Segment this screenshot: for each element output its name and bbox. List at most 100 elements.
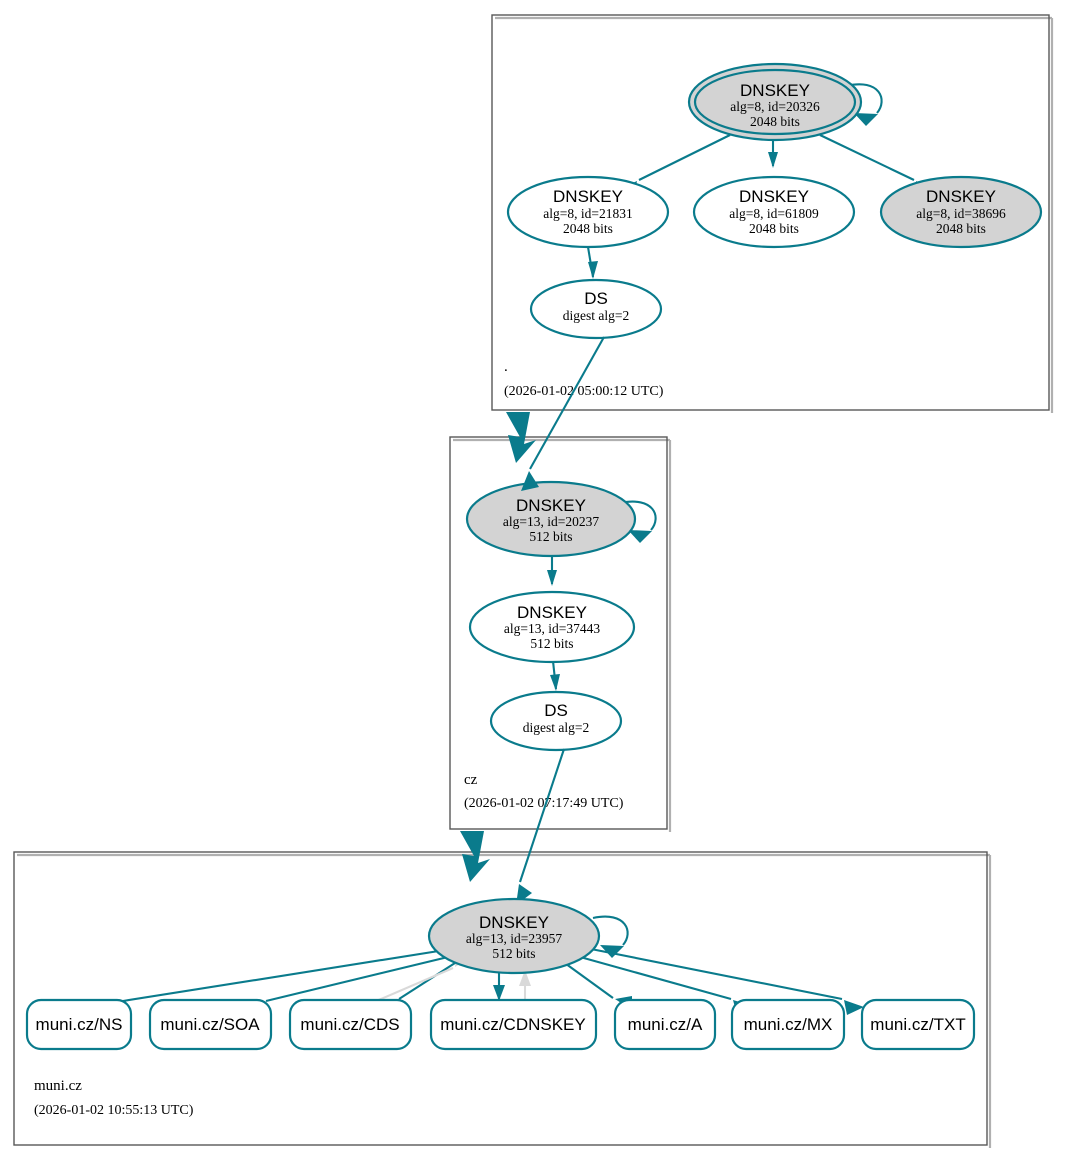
- node-cz-zsk-37443-type: DNSKEY: [517, 603, 587, 622]
- zone-muni-cz-label: muni.cz: [34, 1078, 82, 1094]
- edges-cz: [547, 500, 657, 691]
- arrowhead-muni-dnskey-selfsign: [600, 945, 624, 958]
- node-cz-ksk-20237-ellipse: [465, 480, 637, 558]
- node-root-ds-type: DS: [584, 289, 608, 308]
- node-root-ksk-20326[interactable]: DNSKEY alg=8, id=20326 2048 bits: [687, 62, 863, 142]
- node-root-ds-digest: digest alg=2: [563, 308, 629, 323]
- node-cz-ds-type: DS: [544, 701, 568, 720]
- node-cz-ds[interactable]: DS digest alg=2: [489, 690, 623, 752]
- node-muni-ksk-23957-size: 512 bits: [492, 946, 535, 961]
- zone-cz: DNSKEY alg=13, id=20237 512 bits DNSKEY …: [449, 436, 672, 832]
- node-root-zsk-21831[interactable]: DNSKEY alg=8, id=21831 2048 bits: [506, 175, 670, 249]
- delegation-arrow-cz-to-muni-cz: [460, 831, 490, 882]
- edge-muni-dnskey-to-a: [561, 960, 614, 999]
- rrset-muni-cz-a-box: [613, 998, 717, 1051]
- arrowhead-root-ds-to-cz-dnskey: [521, 471, 539, 491]
- node-cz-zsk-37443-size: 512 bits: [530, 636, 573, 651]
- node-cz-ds-digest: digest alg=2: [523, 720, 589, 735]
- zone-muni-cz: [13, 851, 992, 1148]
- edge-muni-dnskey-selfsign: [592, 915, 629, 946]
- zone-muni-cz-shadow: [17, 853, 992, 1148]
- node-root-zsk-21831-size: 2048 bits: [563, 221, 613, 236]
- zone-root-timestamp: (2026-01-02 05:00:12 UTC): [504, 384, 664, 399]
- node-cz-zsk-37443-alg: alg=13, id=37443: [504, 621, 600, 636]
- rrset-muni-cz-ns-box: [25, 998, 133, 1051]
- node-cz-ksk-20237-type: DNSKEY: [516, 496, 586, 515]
- node-root-ksk-20326-size: 2048 bits: [750, 114, 800, 129]
- node-muni-ksk-23957-type: DNSKEY: [479, 913, 549, 932]
- edge-root-ksk-to-21831: [638, 134, 731, 181]
- edge-muni-dnskey-to-ns: [122, 948, 446, 1003]
- node-muni-ksk-23957[interactable]: DNSKEY alg=13, id=23957 512 bits: [427, 897, 601, 975]
- delegation-arrows: [460, 412, 536, 882]
- node-cz-ksk-20237[interactable]: DNSKEY alg=13, id=20237 512 bits: [465, 480, 637, 558]
- node-root-ksk-20326-type: DNSKEY: [740, 81, 810, 100]
- edge-muni-dnskey-to-soa: [265, 955, 449, 1003]
- zone-cz-shadow: [453, 438, 672, 832]
- node-root-zsk-38696-size: 2048 bits: [936, 221, 986, 236]
- zone-root-border: [491, 14, 1050, 411]
- node-root-zsk-21831-ellipse: [506, 175, 670, 249]
- node-root-zsk-21831-type: DNSKEY: [553, 187, 623, 206]
- edge-muni-dnskey-to-mx: [572, 953, 732, 1001]
- arrowhead-root-ksk-to-61809: [768, 152, 778, 168]
- rrset-muni-cz-cds-box: [288, 998, 413, 1051]
- rrset-muni-cz-cds[interactable]: muni.cz/CDS: [288, 998, 413, 1051]
- rrset-muni-cz-txt[interactable]: muni.cz/TXT: [860, 998, 976, 1051]
- arrowhead-cz-zsk-to-ds: [550, 674, 560, 691]
- node-root-zsk-21831-alg: alg=8, id=21831: [543, 206, 632, 221]
- zone-root-label: .: [504, 359, 508, 375]
- node-root-ds-ellipse: [529, 278, 663, 340]
- arrowhead-cz-ksk-to-zsk: [547, 570, 557, 586]
- edge-root-ksk-to-38696: [819, 134, 915, 181]
- node-cz-zsk-37443-ellipse: [468, 590, 636, 664]
- rrset-muni-cz-soa-label: muni.cz/SOA: [160, 1015, 260, 1034]
- node-root-zsk-61809-alg: alg=8, id=61809: [729, 206, 819, 221]
- delegation-arrow-root-to-cz: [506, 412, 536, 463]
- node-root-zsk-61809-ellipse: [692, 175, 856, 249]
- node-root-zsk-38696[interactable]: DNSKEY alg=8, id=38696 2048 bits: [879, 175, 1043, 249]
- rrset-muni-cz-a[interactable]: muni.cz/A: [613, 998, 717, 1051]
- node-root-ksk-20326-inner-ellipse: [693, 68, 857, 136]
- arrowhead-muni-dnskey-to-txt: [844, 1000, 864, 1015]
- node-root-zsk-61809[interactable]: DNSKEY alg=8, id=61809 2048 bits: [692, 175, 856, 249]
- zone-muni-cz-border: [13, 851, 988, 1146]
- edge-muni-dnskey-to-txt: [585, 946, 843, 1001]
- node-root-zsk-38696-ellipse: [879, 175, 1043, 249]
- zone-cz-label: cz: [464, 772, 478, 788]
- rrset-muni-cz-txt-box: [860, 998, 976, 1051]
- rrset-muni-cz-mx-box: [730, 998, 846, 1051]
- arrowhead-muni-dnskey-to-cdnskey: [493, 985, 505, 1001]
- rrset-muni-cz-txt-label: muni.cz/TXT: [870, 1015, 965, 1034]
- zone-cz-timestamp: (2026-01-02 07:17:49 UTC): [464, 796, 624, 811]
- edge-cz-ds-to-muni-dnskey: [519, 748, 565, 883]
- rrset-muni-cz-ns[interactable]: muni.cz/NS: [25, 998, 133, 1051]
- rrset-muni-cz-cdnskey-label: muni.cz/CDNSKEY: [440, 1015, 585, 1034]
- rrset-muni-cz-ns-label: muni.cz/NS: [36, 1015, 123, 1034]
- rrset-muni-cz-soa[interactable]: muni.cz/SOA: [148, 998, 273, 1051]
- edge-muni-dnskey-to-cds: [398, 962, 456, 1000]
- zone-root: DNSKEY alg=8, id=20326 2048 bits DNSKEY …: [491, 14, 1054, 413]
- edge-root-ksk-selfsign: [845, 83, 883, 114]
- rrset-muni-cz-cds-label: muni.cz/CDS: [300, 1015, 399, 1034]
- rrset-muni-cz-mx[interactable]: muni.cz/MX: [730, 998, 846, 1051]
- node-cz-ds-ellipse: [489, 690, 623, 752]
- node-cz-zsk-37443[interactable]: DNSKEY alg=13, id=37443 512 bits: [468, 590, 636, 664]
- edge-root-ds-to-cz-dnskey: [529, 336, 605, 470]
- node-root-zsk-61809-type: DNSKEY: [739, 187, 809, 206]
- edge-muni-cds-to-dnskey: [366, 967, 454, 1006]
- node-root-ds[interactable]: DS digest alg=2: [529, 278, 663, 340]
- node-root-zsk-38696-alg: alg=8, id=38696: [916, 206, 1006, 221]
- node-root-ksk-20326-alg: alg=8, id=20326: [730, 99, 820, 114]
- node-root-zsk-61809-size: 2048 bits: [749, 221, 799, 236]
- rrset-muni-cz-cdnskey[interactable]: muni.cz/CDNSKEY: [429, 998, 598, 1051]
- rrset-muni-cz-mx-label: muni.cz/MX: [744, 1015, 833, 1034]
- node-muni-ksk-23957-ellipse: [427, 897, 601, 975]
- node-root-zsk-38696-type: DNSKEY: [926, 187, 996, 206]
- node-cz-ksk-20237-size: 512 bits: [529, 529, 572, 544]
- arrowhead-cz-ksk-selfsign: [628, 530, 652, 543]
- arrowhead-root-ksk-selfsign: [854, 113, 878, 126]
- zone-root-shadow: [495, 16, 1054, 413]
- zone-cz-border: [449, 436, 668, 830]
